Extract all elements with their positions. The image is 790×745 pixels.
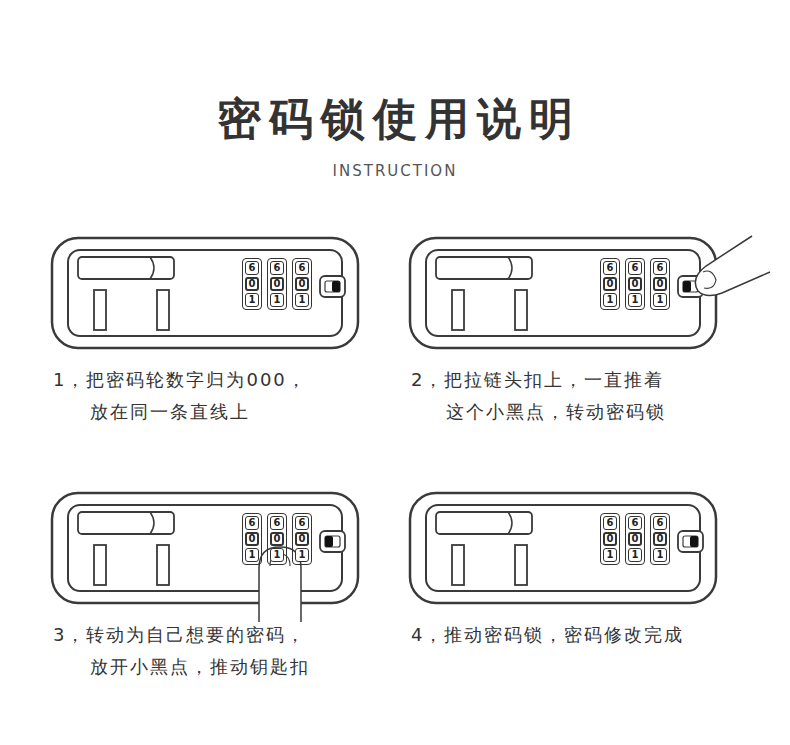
wheel-digit: 1 <box>653 293 667 307</box>
step-caption: 放开小黑点，推动钥匙扣 <box>90 655 310 679</box>
lock-panel <box>410 493 716 603</box>
wheel-digit: 6 <box>270 516 284 530</box>
lock-panel <box>52 493 358 603</box>
step-caption: 2，把拉链头扣上，一直推着 <box>411 368 664 392</box>
wheel-digit: 0 <box>270 277 284 291</box>
wheel-digit: 0 <box>603 277 617 291</box>
wheel-digit: 0 <box>628 532 642 546</box>
subtitle: INSTRUCTION <box>333 162 458 180</box>
lock-panel <box>410 238 716 348</box>
code-wheel: 6 0 1 <box>267 513 287 565</box>
code-wheel: 6 0 1 <box>625 513 645 565</box>
wheel-digit: 1 <box>603 548 617 562</box>
wheel-digit: 1 <box>295 548 309 562</box>
wheel-digit: 0 <box>628 277 642 291</box>
code-wheel: 6 0 1 <box>242 258 262 310</box>
step-caption: 4，推动密码锁，密码修改完成 <box>411 623 684 647</box>
code-wheel: 6 0 1 <box>242 513 262 565</box>
code-wheel: 6 0 1 <box>600 258 620 310</box>
wheel-digit: 0 <box>295 532 309 546</box>
code-wheel: 6 0 1 <box>625 258 645 310</box>
wheel-digit: 1 <box>628 293 642 307</box>
wheel-digit: 6 <box>295 261 309 275</box>
wheel-digit: 6 <box>628 516 642 530</box>
wheel-digit: 0 <box>295 277 309 291</box>
code-wheel: 6 0 1 <box>600 513 620 565</box>
wheel-digit: 6 <box>245 261 259 275</box>
wheel-digit: 6 <box>653 261 667 275</box>
code-wheel: 6 0 1 <box>292 513 312 565</box>
step-caption: 3，转动为自己想要的密码， <box>53 623 306 647</box>
wheel-digit: 1 <box>245 293 259 307</box>
lock-panel <box>52 238 358 348</box>
wheel-digit: 6 <box>603 516 617 530</box>
wheel-digit: 1 <box>270 293 284 307</box>
code-wheel: 6 0 1 <box>292 258 312 310</box>
wheel-digit: 0 <box>245 277 259 291</box>
step-caption: 1，把密码轮数字归为000， <box>53 368 307 392</box>
code-wheel: 6 0 1 <box>650 513 670 565</box>
code-wheel: 6 0 1 <box>267 258 287 310</box>
wheel-digit: 1 <box>653 548 667 562</box>
wheel-digit: 6 <box>628 261 642 275</box>
wheel-digit: 6 <box>653 516 667 530</box>
wheel-digit: 6 <box>270 261 284 275</box>
wheel-digit: 0 <box>270 532 284 546</box>
wheel-digit: 1 <box>603 293 617 307</box>
wheel-digit: 0 <box>603 532 617 546</box>
wheel-digit: 0 <box>653 532 667 546</box>
wheel-digit: 1 <box>295 293 309 307</box>
wheel-digit: 1 <box>628 548 642 562</box>
wheel-digit: 1 <box>270 548 284 562</box>
wheel-digit: 6 <box>295 516 309 530</box>
finger <box>695 236 770 296</box>
step-caption: 放在同一条直线上 <box>90 400 250 424</box>
wheel-digit: 6 <box>603 261 617 275</box>
step-caption: 这个小黑点，转动密码锁 <box>446 400 666 424</box>
code-wheel: 6 0 1 <box>650 258 670 310</box>
title: 密码锁使用说明 <box>217 90 581 149</box>
wheel-digit: 1 <box>245 548 259 562</box>
wheel-digit: 0 <box>245 532 259 546</box>
wheel-digit: 0 <box>653 277 667 291</box>
wheel-digit: 6 <box>245 516 259 530</box>
